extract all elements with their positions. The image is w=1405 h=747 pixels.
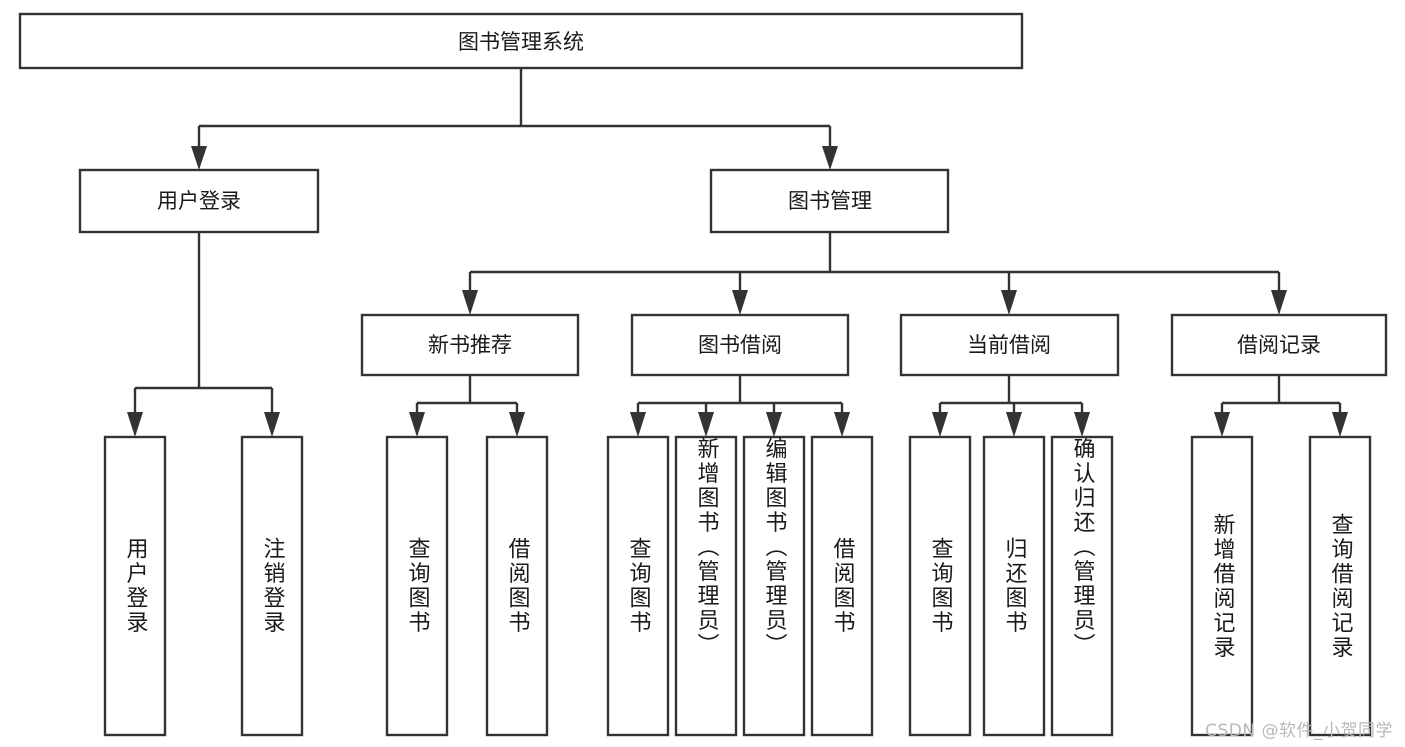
- arrow-head-icon: [822, 146, 838, 170]
- leaf-box-edit-book-admin[interactable]: [742, 435, 806, 737]
- leaf-box-query-borrow-record[interactable]: [1308, 435, 1372, 737]
- connector-books-to-level3: [462, 232, 1287, 315]
- leaf-box-user-login[interactable]: [103, 435, 167, 737]
- leaf-box-return-book[interactable]: [982, 435, 1046, 737]
- node-borrow-records[interactable]: 借阅记录: [1170, 313, 1388, 377]
- leaf-box-borrow-books-new[interactable]: [485, 435, 549, 737]
- node-new-book-recommend[interactable]: 新书推荐: [360, 313, 580, 377]
- arrow-head-icon: [1006, 412, 1022, 437]
- arrow-head-icon: [127, 412, 143, 437]
- connector-current-to-leaves: [932, 375, 1090, 437]
- arrow-head-icon: [191, 146, 207, 170]
- leaf-box-query-books-borrow[interactable]: [606, 435, 670, 737]
- leaf-box-confirm-return-admin[interactable]: [1050, 435, 1114, 737]
- node-root[interactable]: 图书管理系统: [18, 12, 1024, 70]
- node-borrow-records-label: 借阅记录: [1237, 333, 1321, 357]
- arrow-head-icon: [732, 290, 748, 315]
- arrow-head-icon: [1271, 290, 1287, 315]
- node-user-login[interactable]: 用户登录: [78, 168, 320, 234]
- connector-records-to-leaves: [1214, 375, 1348, 437]
- connector-root-to-level2: [191, 68, 838, 170]
- connector-newbooks-to-leaves: [409, 375, 525, 437]
- arrow-head-icon: [1074, 412, 1090, 437]
- arrow-head-icon: [932, 412, 948, 437]
- node-current-borrow-label: 当前借阅: [967, 333, 1051, 357]
- leaf-box-query-books-current[interactable]: [908, 435, 972, 737]
- arrow-head-icon: [509, 412, 525, 437]
- leaf-box-borrow-book[interactable]: [810, 435, 874, 737]
- leaf-boxes: [103, 435, 1372, 737]
- arrow-head-icon: [1214, 412, 1230, 437]
- arrow-head-icon: [264, 412, 280, 437]
- node-user-login-label: 用户登录: [157, 189, 241, 213]
- arrow-head-icon: [462, 290, 478, 315]
- arrow-head-icon: [409, 412, 425, 437]
- node-new-book-recommend-label: 新书推荐: [428, 333, 512, 357]
- connector-borrow-to-leaves: [630, 375, 850, 437]
- node-book-borrow[interactable]: 图书借阅: [630, 313, 850, 377]
- arrow-head-icon: [630, 412, 646, 437]
- node-book-management[interactable]: 图书管理: [709, 168, 950, 234]
- arrow-head-icon: [1001, 290, 1017, 315]
- node-book-management-label: 图书管理: [788, 189, 872, 213]
- node-book-borrow-label: 图书借阅: [698, 333, 782, 357]
- arrow-head-icon: [766, 412, 782, 437]
- connector-login-to-leaves: [127, 232, 280, 437]
- arrow-head-icon: [834, 412, 850, 437]
- arrow-head-icon: [698, 412, 714, 437]
- leaf-box-add-book-admin[interactable]: [674, 435, 738, 737]
- node-current-borrow[interactable]: 当前借阅: [899, 313, 1120, 377]
- leaf-box-logout[interactable]: [240, 435, 304, 737]
- leaf-box-add-borrow-record[interactable]: [1190, 435, 1254, 737]
- arrow-head-icon: [1332, 412, 1348, 437]
- leaf-box-query-books-new[interactable]: [385, 435, 449, 737]
- node-root-label: 图书管理系统: [458, 30, 584, 54]
- watermark: CSDN @软件_小贺同学: [1205, 721, 1393, 741]
